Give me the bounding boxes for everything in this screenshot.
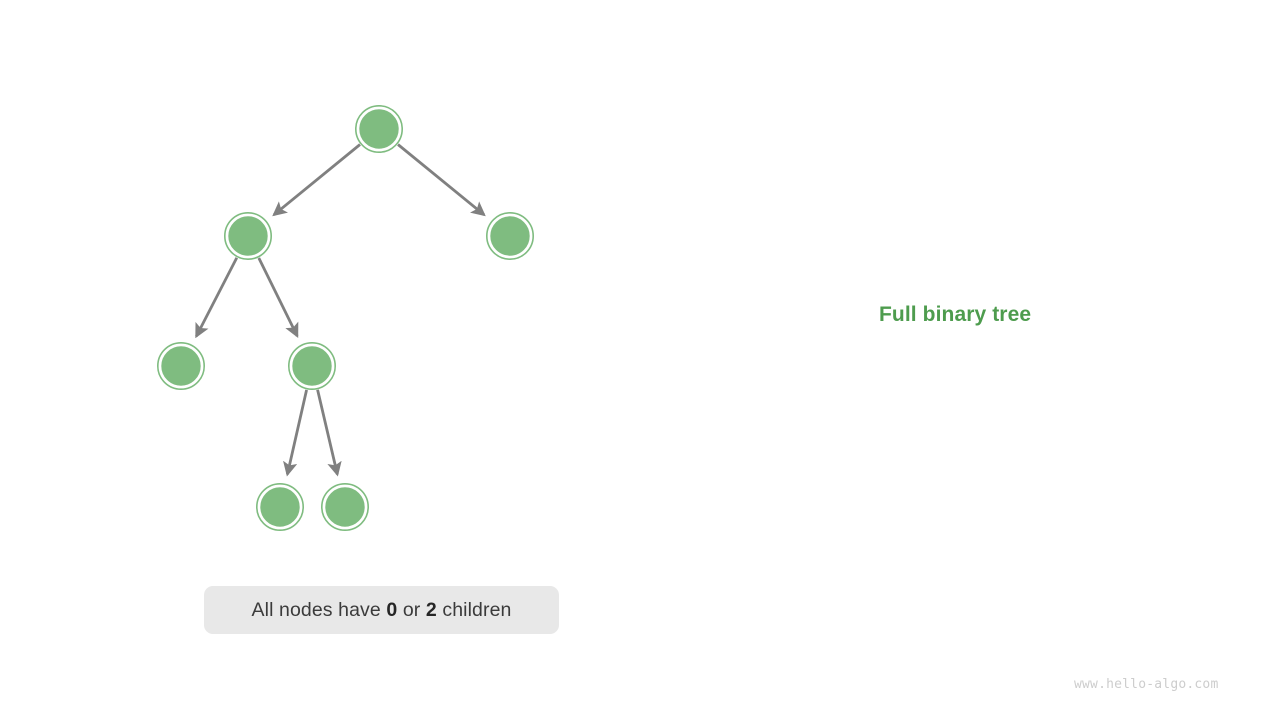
caption-prefix: All nodes have <box>251 598 387 621</box>
tree-node[interactable] <box>320 482 369 531</box>
tree-edge <box>272 143 361 217</box>
node-outer-ring <box>354 105 403 154</box>
node-outer-ring <box>255 482 304 531</box>
site-watermark: www.hello-algo.com <box>1074 677 1219 692</box>
node-outer-ring <box>320 482 369 531</box>
tree-edge <box>283 389 308 477</box>
node-outer-ring <box>157 341 206 390</box>
tree-edge <box>316 389 342 477</box>
node-fill <box>488 214 532 258</box>
page-title: Full binary tree <box>879 303 1032 326</box>
tree-edges <box>195 143 486 477</box>
node-outer-ring <box>224 212 273 261</box>
node-fill <box>258 485 302 529</box>
node-outer-ring <box>287 341 336 390</box>
tree-node[interactable] <box>224 212 273 261</box>
caption-text: All nodes have 0 or 2 children <box>252 599 512 622</box>
caption-bold-zero: 0 <box>386 598 398 621</box>
tree-edge <box>257 257 299 338</box>
node-fill <box>323 485 367 529</box>
tree-node[interactable] <box>287 341 336 390</box>
caption-bold-two: 2 <box>425 598 437 621</box>
node-fill <box>290 344 334 388</box>
node-fill <box>357 107 401 151</box>
tree-nodes <box>157 105 534 531</box>
node-fill <box>226 214 270 258</box>
tree-edge <box>397 143 486 217</box>
tree-node[interactable] <box>485 212 534 261</box>
node-outer-ring <box>485 212 534 261</box>
tree-edge <box>195 257 239 339</box>
caption-badge: All nodes have 0 or 2 children <box>204 586 559 634</box>
tree-node[interactable] <box>354 105 403 154</box>
tree-node[interactable] <box>157 341 206 390</box>
tree-node[interactable] <box>255 482 304 531</box>
caption-middle: or <box>397 598 426 621</box>
node-fill <box>159 344 203 388</box>
caption-suffix: children <box>436 598 512 621</box>
